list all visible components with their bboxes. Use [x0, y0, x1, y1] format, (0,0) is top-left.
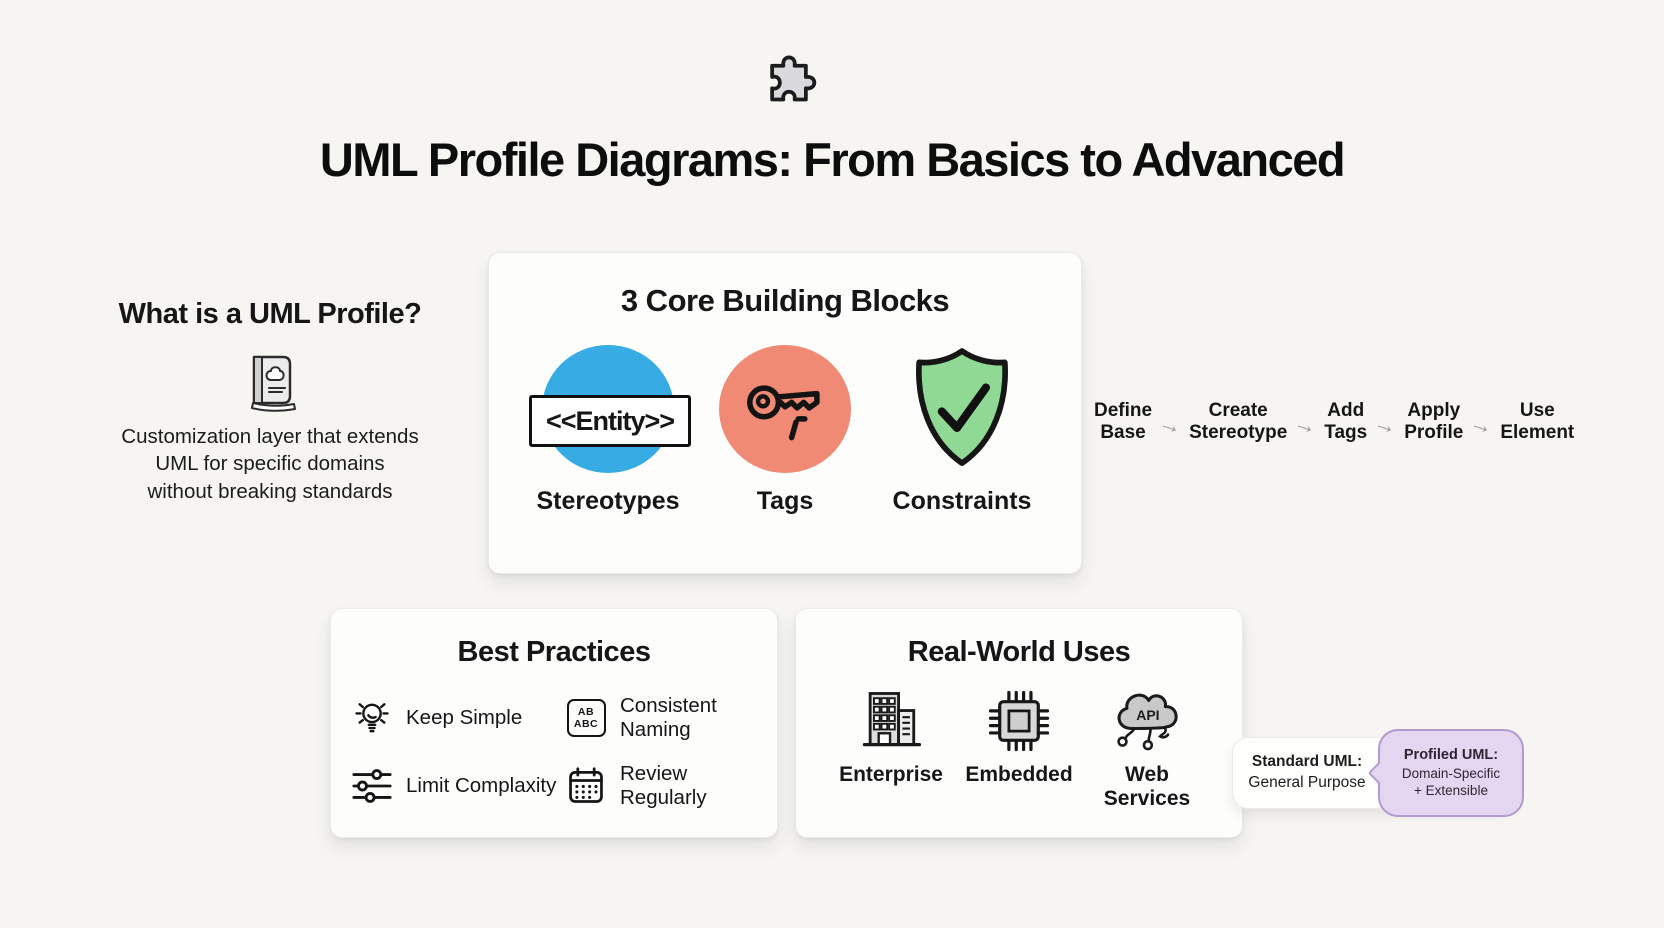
naming-icon-bottom-text: ABC	[573, 718, 599, 730]
profiled-uml-bubble: Profiled UML: Domain-Specific + Extensib…	[1378, 729, 1524, 817]
tags-circle	[719, 345, 851, 473]
flow-step-apply-profile: Apply Profile	[1404, 400, 1464, 444]
arrow-icon: →	[1155, 408, 1186, 440]
core-building-blocks-card: 3 Core Building Blocks <<Entity>> Stereo…	[488, 252, 1082, 574]
standard-uml-text: Standard UML: General Purpose	[1242, 752, 1372, 794]
rw-label-embedded: Embedded	[965, 763, 1073, 786]
profiled-uml-line2: Domain-Specific	[1401, 765, 1501, 781]
flow-step-define-base: Define Base	[1094, 400, 1153, 444]
best-practices-grid: Keep Simple AB ABC Consistent Naming	[351, 694, 777, 810]
cloud-api-label: API	[1136, 707, 1159, 723]
page-title: UML Profile Diagrams: From Basics to Adv…	[319, 133, 1346, 186]
core-item-tags: Tags	[698, 345, 872, 516]
real-world-uses-card: Real-World Uses	[795, 608, 1243, 838]
shield-check-icon	[916, 348, 1008, 467]
rw-label-enterprise: Enterprise	[839, 763, 943, 786]
bp-label-consistent-naming: Consistent Naming	[620, 694, 717, 741]
entity-stereotype-badge: <<Entity>>	[529, 395, 691, 447]
stereotypes-label: Stereotypes	[536, 487, 680, 515]
rw-item-web-services: API Web Services	[1084, 683, 1210, 811]
shield-wrap	[875, 345, 1049, 473]
intro-section: What is a UML Profile? Customization lay…	[76, 298, 464, 505]
intro-description: Customization layer that extends UML for…	[121, 425, 419, 503]
cloud-api-icon: API	[1084, 683, 1210, 755]
bp-label-keep-simple: Keep Simple	[406, 706, 523, 729]
calendar-icon	[565, 765, 607, 807]
tags-label: Tags	[756, 487, 814, 515]
key-icon	[747, 385, 820, 441]
core-blocks-title: 3 Core Building Blocks	[620, 283, 950, 318]
flow-step-add-tags: Add Tags	[1324, 400, 1368, 444]
bp-item-limit-complexity: Limit Complaxity	[351, 762, 565, 810]
bp-item-review-regularly: Review Regularly	[565, 762, 777, 810]
naming-abc-icon: AB ABC	[565, 697, 607, 739]
bp-item-consistent-naming: AB ABC Consistent Naming	[565, 694, 777, 742]
arrow-icon: →	[1290, 408, 1321, 440]
profiled-uml-line3: + Extensible	[1414, 783, 1488, 799]
best-practices-title: Best Practices	[457, 636, 651, 668]
bp-label-review-regularly: Review Regularly	[620, 762, 707, 809]
naming-icon-top-text: AB	[577, 705, 595, 718]
flow-step-create-stereotype: Create Stereotype	[1189, 400, 1288, 444]
core-item-stereotypes: <<Entity>> Stereotypes	[521, 345, 695, 516]
rw-label-web-services: Web Services	[1103, 763, 1191, 810]
constraints-label: Constraints	[892, 487, 1032, 515]
standard-uml-line1: Standard UML:	[1251, 753, 1363, 770]
bp-label-limit-complexity: Limit Complaxity	[406, 774, 557, 797]
flow-step-use-element: Use Element	[1500, 400, 1575, 444]
sliders-icon	[351, 765, 393, 807]
book-icon	[251, 355, 296, 412]
real-world-title: Real-World Uses	[907, 636, 1131, 668]
puzzle-piece-icon	[770, 55, 817, 102]
arrow-icon: →	[1467, 408, 1497, 440]
standard-uml-line2: General Purpose	[1248, 773, 1366, 791]
lightbulb-icon	[351, 697, 393, 739]
profiled-uml-line1: Profiled UML:	[1403, 747, 1499, 764]
best-practices-card: Best Practices Keep Simple	[330, 608, 778, 838]
uml-comparison: Standard UML: General Purpose Profiled U…	[1232, 729, 1524, 817]
rw-item-enterprise: Enterprise	[828, 683, 954, 811]
arrow-icon: →	[1370, 408, 1401, 440]
intro-heading: What is a UML Profile?	[118, 298, 422, 330]
profile-process-flow: Define Base → Create Stereotype → Add Ta…	[1094, 400, 1574, 445]
rw-item-embedded: Embedded	[956, 683, 1082, 811]
real-world-row: Enterprise Embedded	[796, 669, 1242, 811]
core-blocks-row: <<Entity>> Stereotypes Tags	[489, 319, 1081, 516]
chip-icon	[956, 683, 1082, 755]
bp-item-keep-simple: Keep Simple	[351, 694, 565, 742]
core-item-constraints: Constraints	[875, 345, 1049, 516]
building-icon	[828, 683, 954, 755]
